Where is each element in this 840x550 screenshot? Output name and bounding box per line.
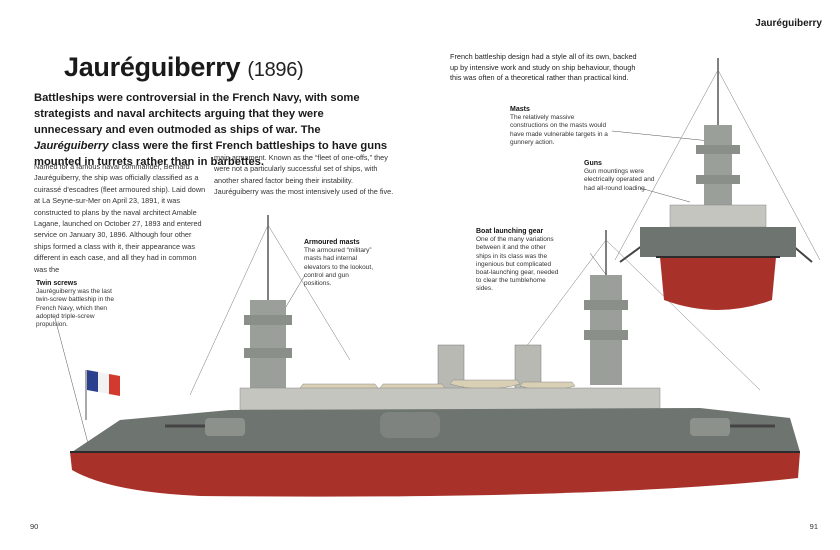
callout-masts: Masts The relatively massive constructio… (510, 106, 610, 147)
design-note: French battleship design had a style all… (450, 52, 637, 82)
french-flag-icon (87, 370, 120, 396)
page-number-right: 91 (809, 522, 818, 531)
callout-twin-screws: Twin screws Jauréguiberry was the last t… (36, 280, 122, 329)
callout-masts-text: The relatively massive constructions on … (510, 114, 608, 146)
callout-boat-gear: Boat launching gear One of the many vari… (476, 228, 562, 294)
page-title: Jauréguiberry (1896) (64, 52, 304, 83)
intro-text-2: class were the first French battleships … (34, 140, 388, 168)
side-view-ship (70, 215, 800, 497)
body-column-1: Named for a famous naval commander, Bern… (34, 162, 206, 274)
callout-boat-gear-text: One of the many variations between it an… (476, 236, 559, 293)
page-number-left: 90 (30, 522, 39, 531)
intro-text-1: Battleships were controversial in the Fr… (34, 92, 360, 136)
callout-twin-screws-text: Jauréguiberry was the last twin-screw ba… (36, 288, 115, 329)
body-column-2: main armament. Known as the “fleet of on… (214, 153, 394, 197)
callout-guns-text: Gun mountings were electrically operated… (584, 168, 655, 192)
intro-italic: Jauréguiberry (34, 140, 109, 152)
ship-year: (1896) (247, 59, 304, 81)
section-header: Jauréguiberry (755, 18, 822, 29)
callout-armoured-masts: Armoured masts The armoured “military” m… (304, 239, 378, 288)
callout-masts-title: Masts (510, 106, 530, 113)
callout-guns-title: Guns (584, 160, 602, 167)
ship-name: Jauréguiberry (64, 52, 241, 82)
callout-guns: Guns Gun mountings were electrically ope… (584, 160, 656, 193)
callout-armoured-masts-title: Armoured masts (304, 239, 360, 246)
callout-boat-gear-title: Boat launching gear (476, 228, 544, 235)
intro-paragraph: Battleships were controversial in the Fr… (34, 90, 394, 170)
front-view-ship (614, 58, 821, 310)
callout-twin-screws-title: Twin screws (36, 280, 78, 287)
callout-armoured-masts-text: The armoured “military” masts had intern… (304, 247, 374, 288)
